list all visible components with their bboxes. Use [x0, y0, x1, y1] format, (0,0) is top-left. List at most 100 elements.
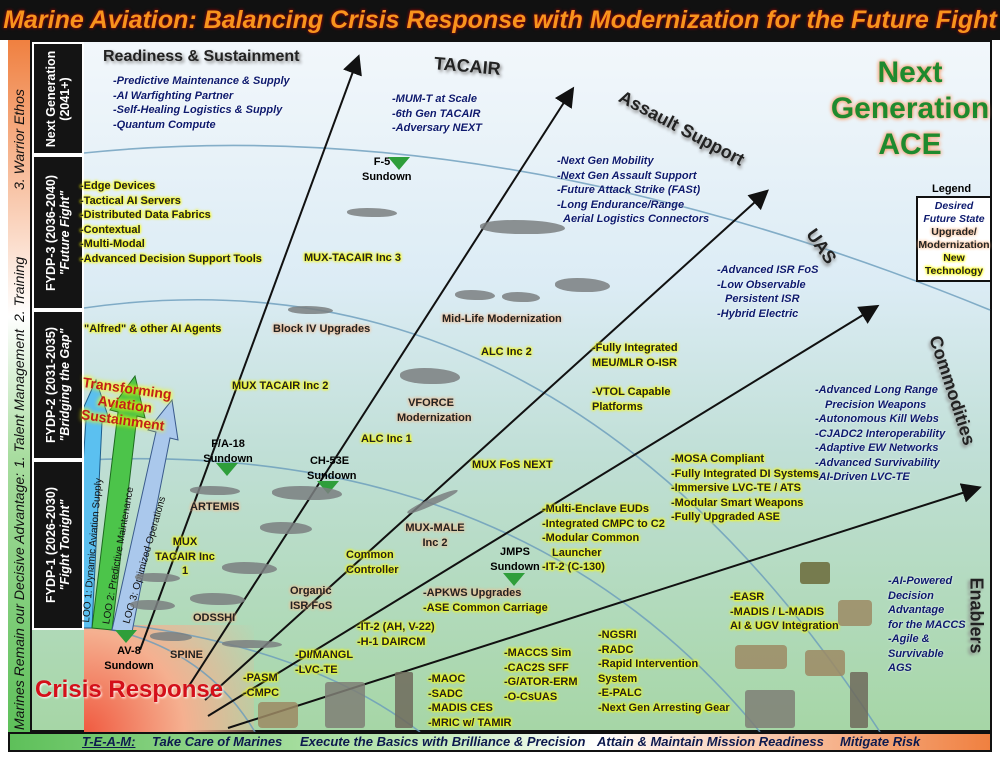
sundown-triangle-icon — [216, 463, 238, 476]
artemis-aircraft-icon — [190, 486, 240, 495]
left-bar-lead: Marines Remain our Decisive Advantage: — [11, 472, 27, 730]
jmps-sundown: JMPS Sundown — [490, 546, 540, 573]
loo3-arrow — [111, 398, 179, 633]
enablers-fydp1-list: -MAOC-SADC-MADIS CES-MRIC w/ TAMIR — [428, 673, 512, 729]
alfred-ai-agents: "Alfred" & other AI Agents — [84, 323, 222, 335]
left-bar-warrior: 3. Warrior Ethos — [11, 89, 27, 190]
left-bar-training: 2. Training — [11, 256, 27, 322]
readiness-future-list: -Predictive Maintenance & Supply-AI Warf… — [113, 75, 290, 131]
group3-drone-icon — [222, 640, 282, 648]
fa18-block4-aircraft-icon — [288, 306, 333, 314]
ch53e-helicopter-icon — [222, 562, 277, 574]
arrow-readiness — [139, 54, 362, 651]
team-a: Attain & Maintain Mission Readiness — [597, 734, 824, 749]
mux-male-inc2: MUX-MALE Inc 2 — [405, 522, 465, 549]
cmpc: -CMPC — [243, 687, 280, 699]
team-e: Execute the Basics with Brilliance & Pre… — [300, 734, 586, 749]
legend: Desired Future State Upgrade/ Modernizat… — [916, 196, 992, 282]
radar-vehicle-icon — [325, 682, 365, 728]
mux-tacair-inc1: MUX TACAIR Inc 1 — [155, 536, 215, 577]
f35-aircraft-icon — [135, 573, 180, 582]
ch53e-sundown: CH-53E Sundown — [307, 455, 357, 482]
arrow-uas — [207, 304, 880, 717]
pasm: -PASM — [243, 672, 278, 684]
arrow-assault — [204, 189, 769, 701]
av8-sundown: AV-8 Sundown — [104, 645, 154, 672]
apkws-upgrades: -APKWS Upgrades — [423, 587, 522, 599]
arc-fydp3 — [83, 298, 881, 733]
left-bar-talent: 1. Talent Management — [11, 329, 27, 468]
legend-upgrade: Upgrade/ Modernization — [918, 226, 990, 251]
spine: SPINE — [170, 649, 204, 661]
left-bar: Marines Remain our Decisive Advantage: 1… — [8, 40, 32, 732]
arc-next-generation — [83, 144, 991, 311]
mux-tacair-inc2: MUX TACAIR Inc 2 — [232, 380, 329, 392]
jltv-vehicle-icon — [838, 600, 872, 626]
legend-new: New Technology — [924, 252, 984, 277]
commodities-fydp3-list: -MOSA Compliant-Fully Integrated DI Syst… — [671, 453, 819, 523]
helicopter-icon — [150, 632, 192, 641]
av8-aircraft-icon — [130, 600, 175, 610]
h1-daircm: -H-1 DAIRCM — [357, 636, 426, 648]
fa18-sundown: F/A-18 Sundown — [203, 438, 253, 465]
mux-fos-next: MUX FoS NEXT — [472, 459, 553, 471]
team-m: Mitigate Risk — [840, 734, 921, 749]
f5-sundown: F-5 Sundown — [362, 156, 412, 183]
enablers-fydp1b-list: -MACCS Sim-CAC2S SFF-G/ATOR-ERM-O-CsUAS — [504, 647, 578, 703]
legend-title: Legend — [932, 183, 972, 195]
odsshi: ODSSHI — [193, 612, 236, 624]
vtol-platforms: -VTOL Capable Platforms — [592, 386, 671, 413]
alc-inc1: ALC Inc 1 — [361, 433, 412, 445]
uh1-helicopter-icon — [502, 292, 540, 302]
sundown-triangle-icon — [388, 157, 410, 170]
mid-life-modernization: Mid-Life Modernization — [442, 313, 562, 325]
gator-radar-icon — [745, 690, 795, 728]
f5-aircraft-icon — [347, 208, 397, 217]
di-mangl: -DI/MANGL — [295, 649, 354, 661]
arrow-tacair — [184, 86, 575, 693]
legend-desired: Desired Future State — [923, 200, 985, 225]
jltv-vehicle-icon — [258, 702, 298, 728]
category-crisis-response: Crisis Response — [35, 676, 224, 703]
arc-fydp1 — [83, 619, 421, 733]
mux-tacair-inc3: MUX-TACAIR Inc 3 — [304, 252, 401, 264]
mv22-icon — [190, 593, 245, 605]
readiness-fydp3-list: -Edge Devices-Tactical AI Servers-Distri… — [80, 180, 262, 265]
page-title: Marine Aviation: Balancing Crisis Respon… — [0, 0, 1000, 40]
loo2-arrow — [91, 374, 146, 631]
team-bar: T-E-A-M: Take Care of Marines Execute th… — [8, 732, 992, 752]
c130-aircraft-icon — [480, 220, 565, 234]
kc130-aircraft-icon — [272, 486, 342, 500]
block4-upgrades: Block IV Upgrades — [273, 323, 371, 335]
team-label: T-E-A-M: — [82, 734, 136, 749]
lvc-te: -LVC-TE — [295, 664, 338, 676]
artemis: ARTEMIS — [190, 501, 240, 513]
roadmap-area — [8, 40, 992, 732]
sundown-triangle-icon — [115, 630, 137, 643]
tacair-future-list: -MUM-T at Scale-6th Gen TACAIR-Adversary… — [392, 93, 482, 134]
meu-mlr-oisr: -Fully Integrated MEU/MLR O-ISR — [592, 342, 678, 369]
ase-common-carriage: -ASE Common Carriage — [423, 602, 548, 614]
phase-fydp3: FYDP-3 (2036-2040)"Future Fight" — [32, 155, 84, 310]
phase-fydp2: FYDP-2 (2031-2035)"Bridging the Gap" — [32, 310, 84, 460]
team-t: Take Care of Marines — [152, 734, 283, 749]
ch53k-helicopter-icon — [555, 278, 610, 292]
ah1-helicopter-icon — [455, 290, 495, 300]
mv22-aircraft-icon — [400, 368, 460, 384]
commodities-fydp2-list: -Multi-Enclave EUDs-Integrated CMPC to C… — [542, 503, 665, 573]
madis-vehicle-icon — [805, 650, 845, 676]
tower-icon — [395, 672, 413, 728]
assault-future-list: -Next Gen Mobility-Next Gen Assault Supp… — [557, 155, 710, 225]
alc-inc2: ALC Inc 2 — [481, 346, 532, 358]
tower-icon — [850, 672, 868, 728]
arc-fydp2 — [83, 457, 761, 733]
launcher-vehicle-icon — [735, 645, 787, 669]
sundown-triangle-icon — [503, 573, 525, 586]
category-readiness: Readiness & Sustainment — [103, 48, 300, 65]
